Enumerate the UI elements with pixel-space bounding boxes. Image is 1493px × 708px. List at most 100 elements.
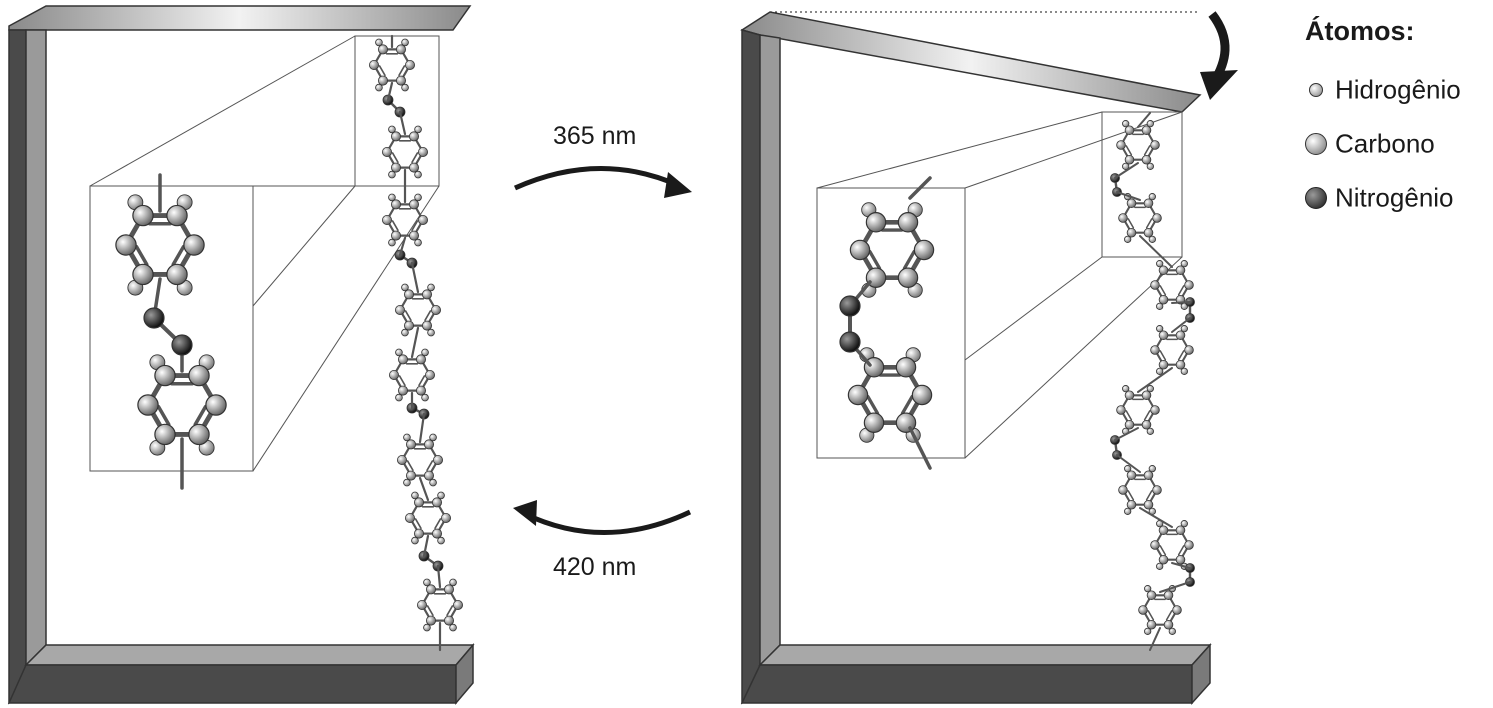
right-frame-base-top	[758, 644, 1212, 666]
legend-item-carbon: Carbono	[1305, 117, 1490, 171]
carbon-atom	[408, 162, 419, 173]
carbon-atom	[1146, 619, 1157, 630]
molecule-structures	[115, 34, 1195, 652]
left-frame-base-front	[7, 664, 457, 704]
hydrogen-atom	[427, 328, 435, 337]
bond	[171, 245, 186, 267]
bond	[193, 405, 208, 427]
carbon-atom	[432, 454, 443, 465]
carbon-atom	[405, 470, 416, 481]
hydrogen-atom	[401, 328, 409, 337]
carbon-atom	[377, 44, 388, 55]
hydrogen-atom	[437, 536, 445, 545]
carbon-atom	[431, 497, 442, 508]
forward-transition-arrow-icon	[513, 166, 682, 191]
hydrogen-atom	[1122, 162, 1130, 170]
reverse-wavelength-label: 420 nm	[553, 553, 637, 581]
carbon-atom	[1158, 294, 1169, 305]
carbon-atom	[1118, 485, 1128, 495]
bond	[406, 460, 414, 472]
hydrogen-atom	[375, 38, 383, 47]
hydrogen-atom	[427, 283, 435, 292]
bond	[446, 605, 454, 617]
bend-arrowhead-icon	[1200, 70, 1238, 100]
hydrogen-atom	[1180, 325, 1188, 333]
carbon-atom	[417, 214, 428, 225]
hydrogen-atom	[388, 238, 396, 247]
bond	[418, 476, 430, 502]
carbon-atom	[1143, 499, 1154, 510]
hydrogen-atom	[421, 348, 429, 357]
hydrogen-atom	[429, 433, 437, 442]
carbon-atom	[1158, 525, 1169, 536]
legend-label-carbon: Carbono	[1335, 128, 1435, 159]
bond	[1143, 410, 1151, 421]
hydrogen-atom	[395, 348, 403, 357]
carbon-atom	[1175, 525, 1186, 536]
carbon-atom	[1126, 499, 1137, 510]
carbon-atom	[1126, 470, 1137, 481]
carbon-atom	[849, 239, 871, 261]
hydrogen-atom	[1124, 507, 1132, 515]
carbon-atom	[377, 75, 388, 86]
bond	[1137, 112, 1151, 128]
bond	[414, 518, 422, 530]
bond	[398, 65, 406, 77]
bond	[411, 220, 419, 232]
bond	[1127, 218, 1135, 229]
carbon-atom	[1172, 605, 1182, 615]
bond	[426, 460, 434, 472]
hydrogen-atom	[423, 578, 431, 587]
carbon-atom	[1150, 345, 1160, 355]
carbon-atom	[395, 44, 406, 55]
carbon-atom	[897, 267, 919, 288]
carbon-atom	[413, 497, 424, 508]
carbon-atom	[1158, 554, 1169, 565]
carbon-atom	[1141, 419, 1152, 430]
hydrogen-atom	[1122, 385, 1130, 393]
carbon-atom	[863, 412, 885, 433]
carbon-atom	[413, 528, 424, 539]
bond	[411, 152, 419, 164]
bond	[398, 375, 406, 387]
carbon-atom	[443, 615, 454, 626]
carbon-atom	[183, 234, 205, 256]
bond	[391, 220, 399, 232]
bond	[436, 564, 442, 589]
hydrogen-atom	[1122, 120, 1130, 128]
carbon-atom	[1150, 280, 1160, 290]
carbon-atom	[430, 304, 441, 315]
carbon-atom	[154, 364, 176, 387]
carbon-atom	[1126, 227, 1137, 238]
left-frame-base-top	[24, 644, 475, 666]
bond	[908, 176, 932, 200]
hydrogen-atom	[1146, 385, 1154, 393]
carbon-atom	[424, 369, 435, 380]
bond	[404, 310, 412, 322]
forward-wavelength-label: 365 nm	[553, 122, 637, 150]
reverse-arrowhead-icon	[513, 500, 537, 526]
hydrogen-atom	[1148, 193, 1156, 201]
carbon-atom	[1152, 213, 1162, 223]
carbon-atom	[408, 199, 419, 210]
carbon-atom	[381, 146, 392, 157]
carbon-atom	[1158, 265, 1169, 276]
hydrogen-atom	[1156, 302, 1164, 310]
carbon-atom	[421, 289, 432, 300]
hydrogen-atom	[1124, 465, 1132, 473]
carbon-atom	[1143, 198, 1154, 209]
carbon-atom	[440, 513, 451, 524]
bond	[1159, 350, 1167, 361]
carbon-atom	[390, 131, 401, 142]
hydrogen-atom	[423, 623, 431, 632]
bond	[1143, 145, 1151, 156]
hydrogen-atom	[414, 238, 422, 247]
carbon-atom	[166, 263, 188, 286]
bond	[398, 236, 407, 257]
carbon-atom	[1175, 265, 1186, 276]
carbon-atom	[1126, 198, 1137, 209]
left-zoom-callout	[89, 35, 440, 472]
carbon-atom	[381, 214, 392, 225]
carbon-atom	[388, 369, 399, 380]
